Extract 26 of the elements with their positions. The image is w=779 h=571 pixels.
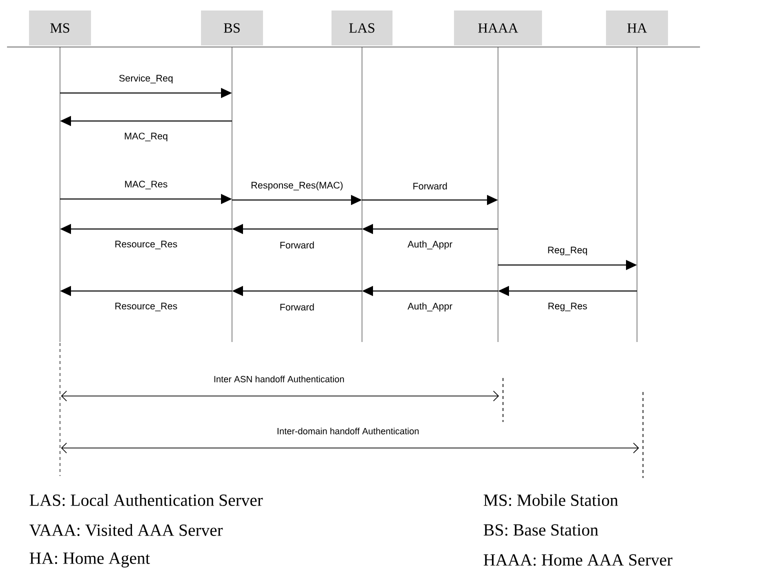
note-text: MS: Mobile Station: [484, 494, 618, 506]
edge-label: Response_Res(MAC): [250, 180, 344, 192]
note-text: HAAA: Home AAA Server: [484, 554, 672, 566]
edge-label: Reg_Req: [546, 246, 589, 256]
lifeline-header: MS: [29, 10, 91, 46]
edge-label: MAC_Res: [123, 180, 169, 190]
note-text: LAS: Local Authentication Server: [30, 494, 263, 506]
note-text: HA: Home Agent: [30, 552, 150, 568]
edge-label: Auth_Appr: [406, 240, 454, 250]
lifeline-header: BS: [201, 10, 263, 46]
edge-label: Forward: [412, 182, 448, 190]
edge-label: Resource_Res: [114, 240, 178, 250]
edge-label: Forward: [278, 240, 316, 250]
note-text: BS: Base Station: [484, 524, 598, 536]
edge-label: Reg_Res: [546, 302, 588, 312]
edge-label: MAC_Req: [123, 132, 169, 142]
edge-label: Resource_Res: [114, 302, 178, 312]
dimension-label: Inter ASN handoff Authentication: [214, 376, 344, 382]
dimension-label: Inter-domain handoff Authentication: [278, 428, 419, 434]
lifeline-header: HAAA: [454, 10, 542, 46]
edge-label: Service_Req: [118, 74, 174, 84]
edge-label: Forward: [278, 302, 316, 312]
edge-label: Auth_Appr: [406, 302, 454, 312]
lifeline-header: HA: [606, 10, 668, 46]
lifeline-header: LAS: [332, 10, 392, 46]
note-text: VAAA: Visited AAA Server: [29, 524, 223, 536]
